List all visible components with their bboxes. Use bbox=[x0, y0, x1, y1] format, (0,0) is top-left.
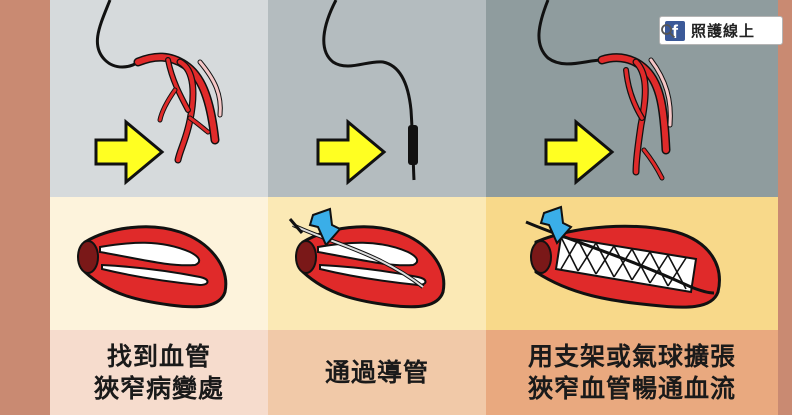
brand-name: 照護線上 bbox=[691, 22, 756, 40]
caption-line-1: 找到血管 bbox=[106, 341, 211, 371]
step-3-panel: 用支架或氣球擴張 狹窄血管暢通血流 bbox=[486, 0, 778, 415]
catheter-tip bbox=[408, 125, 418, 165]
blue-pointer-icon bbox=[539, 205, 573, 245]
step-1-caption: 找到血管 狹窄病變處 bbox=[94, 341, 224, 405]
step-1-vessel bbox=[50, 197, 268, 330]
caption-line-2: 狹窄血管暢通血流 bbox=[527, 373, 736, 403]
blue-pointer-icon bbox=[308, 207, 342, 247]
step-1-angiogram bbox=[50, 0, 268, 197]
brand-search-badge[interactable]: f 照護線上 bbox=[659, 16, 783, 45]
yellow-arrow-icon bbox=[544, 118, 615, 186]
narrowed-artery-icon bbox=[77, 225, 228, 309]
step-2-caption-box: 通過導管 bbox=[268, 330, 486, 415]
caption-line-2: 狹窄病變處 bbox=[93, 373, 224, 403]
caption-line-1: 用支架或氣球擴張 bbox=[527, 341, 736, 371]
catheter-wire bbox=[537, 0, 603, 66]
step-1-caption-box: 找到血管 狹窄病變處 bbox=[50, 330, 268, 415]
step-2-panel: 通過導管 bbox=[268, 0, 486, 415]
step-2-angiogram bbox=[268, 0, 486, 197]
coronary-artery bbox=[597, 53, 673, 181]
step-2-caption: 通過導管 bbox=[325, 357, 429, 389]
caption-line-1: 通過導管 bbox=[324, 357, 429, 387]
yellow-arrow-icon bbox=[316, 118, 387, 186]
step-2-vessel bbox=[268, 197, 486, 330]
step-1-panel: 找到血管 狹窄病變處 bbox=[50, 0, 268, 415]
left-frame bbox=[0, 0, 50, 415]
step-3-angiogram bbox=[486, 0, 778, 197]
search-icon[interactable] bbox=[660, 23, 676, 39]
stented-artery-icon bbox=[525, 220, 721, 309]
right-frame bbox=[778, 0, 792, 415]
step-3-caption: 用支架或氣球擴張 狹窄血管暢通血流 bbox=[528, 341, 736, 405]
step-3-vessel bbox=[486, 197, 778, 330]
yellow-arrow-icon bbox=[94, 118, 165, 186]
catheter-wire bbox=[95, 0, 139, 69]
coronary-artery bbox=[133, 52, 223, 164]
catheter-in-artery-icon bbox=[288, 218, 446, 309]
step-3-caption-box: 用支架或氣球擴張 狹窄血管暢通血流 bbox=[486, 330, 778, 415]
